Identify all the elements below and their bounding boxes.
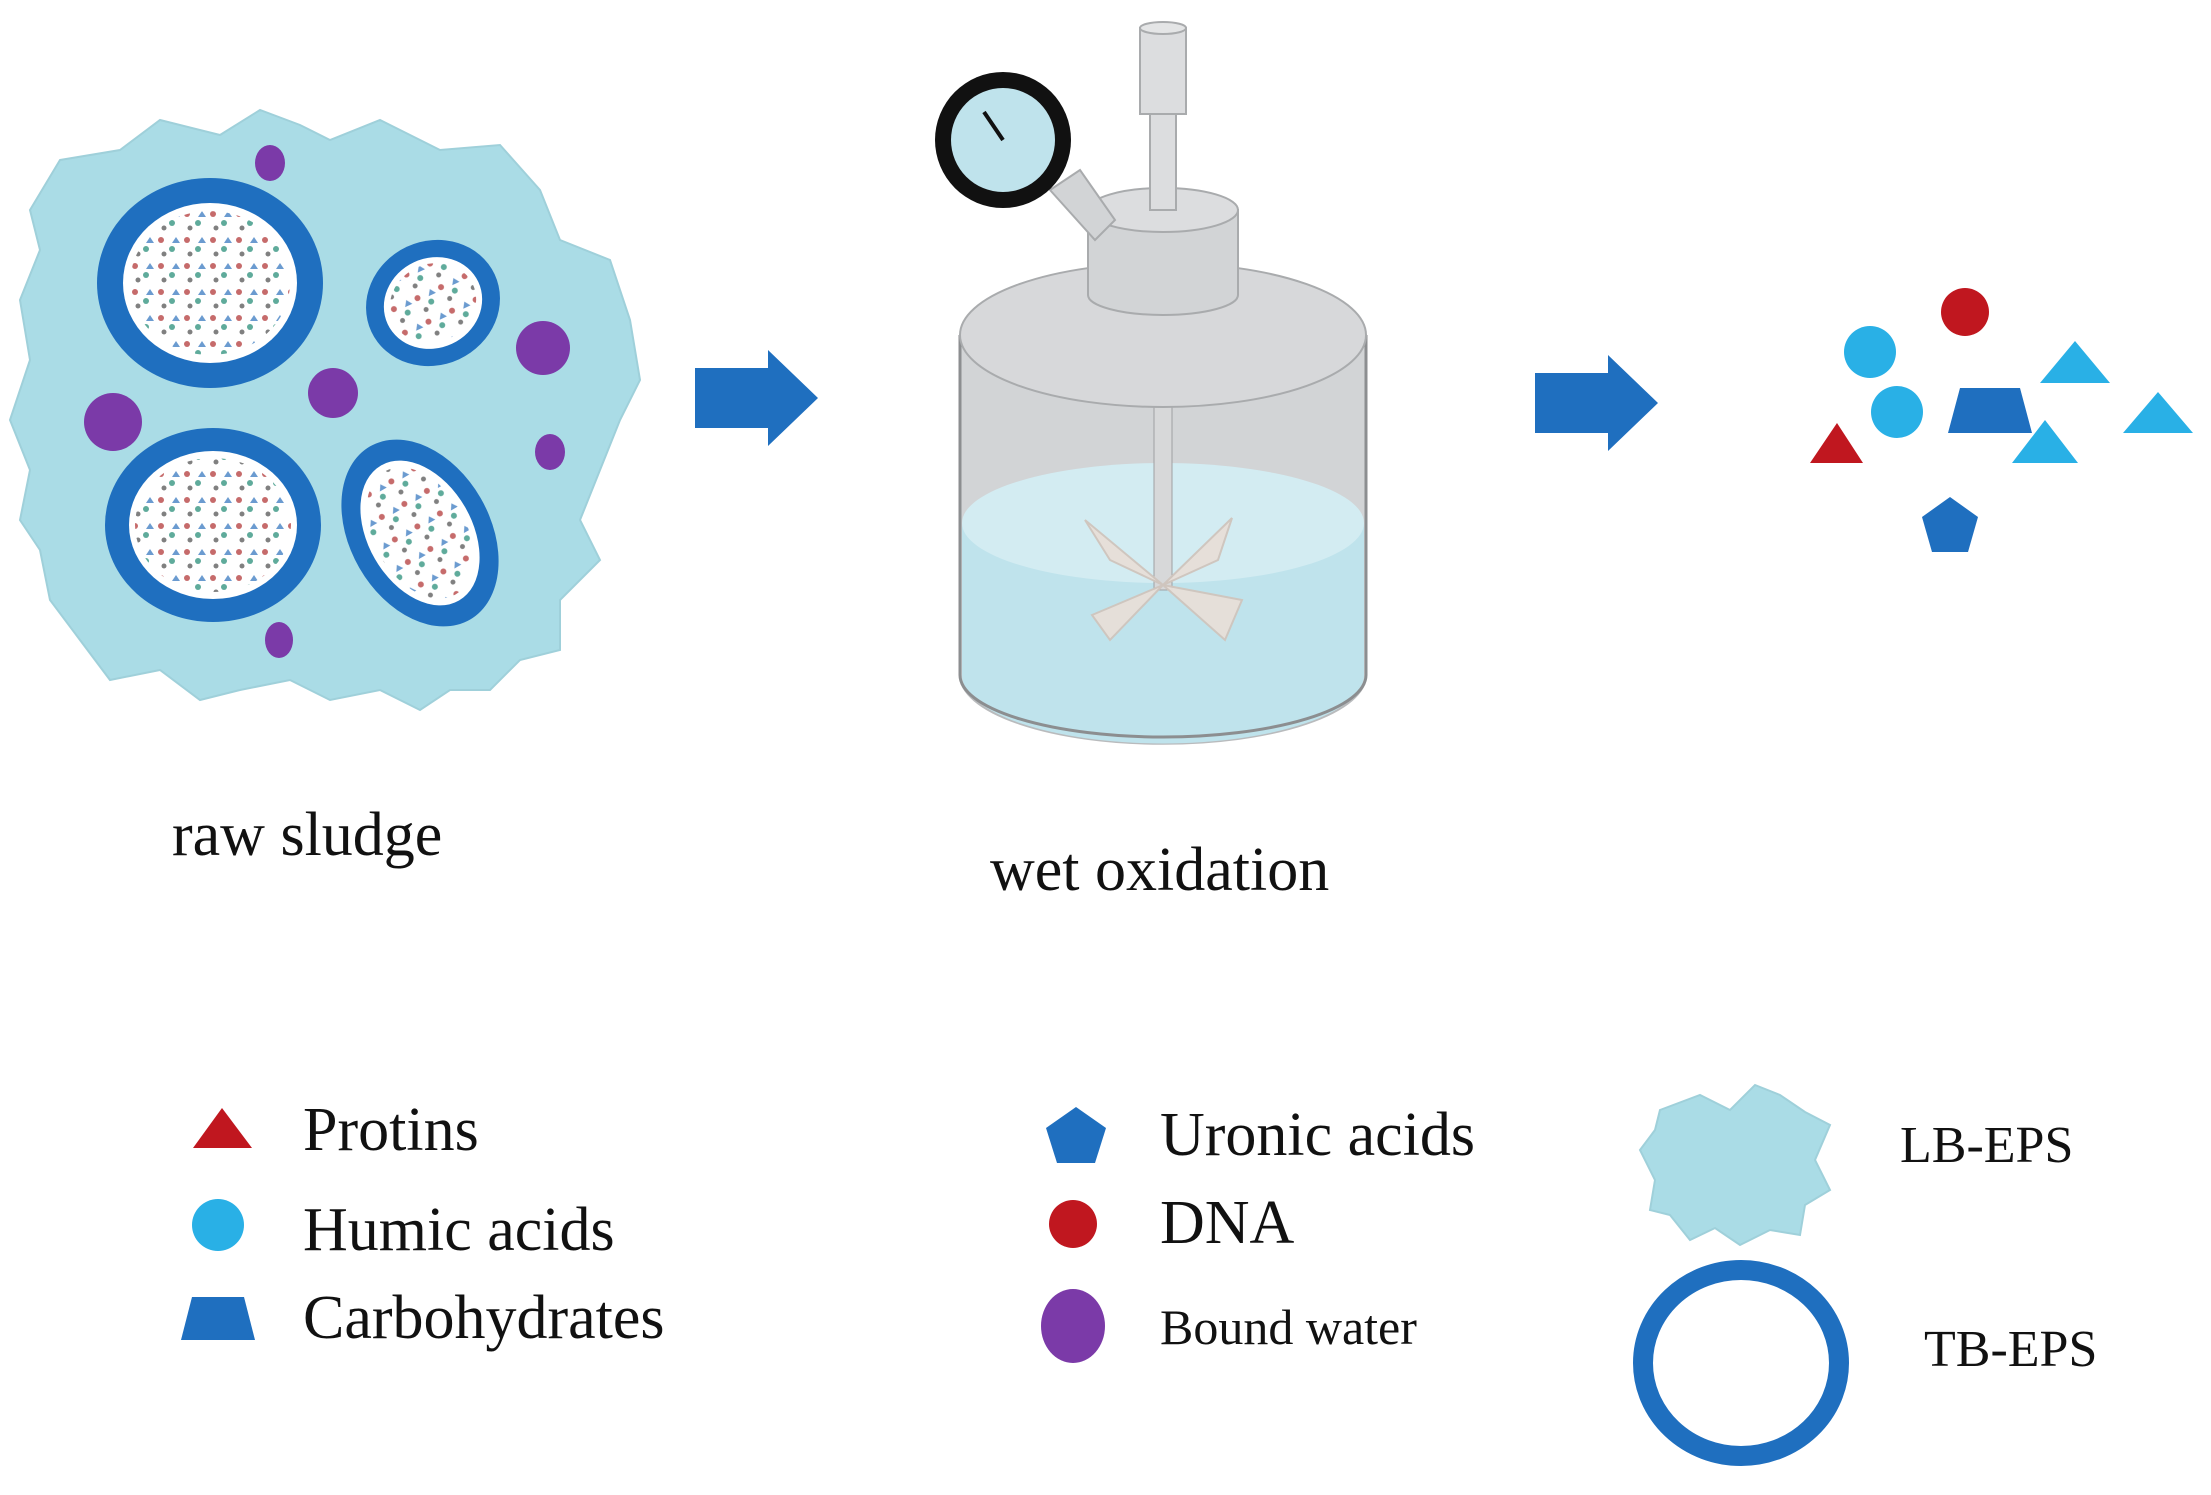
legend-humic-icon [192, 1199, 244, 1251]
stirrer-shaft [1153, 389, 1173, 591]
tb-eps-cell-2 [366, 239, 500, 367]
legend-tb-eps-label: TB-EPS [1924, 1321, 2098, 1378]
flow-arrow-1 [695, 350, 818, 446]
gauge-stem [1048, 168, 1117, 242]
legend-symbols [181, 1083, 1849, 1466]
wet-oxidation-reactor [935, 21, 1368, 745]
legend-dna-icon [1049, 1200, 1097, 1248]
humic-acid-icon-tri [2040, 341, 2110, 383]
legend-bound-water-icon [1041, 1289, 1105, 1363]
humic-acid-icon [1871, 386, 1923, 438]
legend-protein-icon [193, 1108, 252, 1148]
motor-top [1139, 27, 1187, 115]
tb-eps-cell-1 [97, 178, 323, 388]
raw-sludge-label: raw sludge [172, 801, 443, 869]
tb-eps-cell-3 [105, 428, 321, 622]
humic-acid-icon [1844, 326, 1896, 378]
reactor-liquid [962, 523, 1364, 744]
raw-sludge-floc [8, 108, 642, 712]
wet-oxidation-label: wet oxidation [990, 836, 1330, 904]
humic-acid-icon-tri [2012, 420, 2078, 463]
carbohydrate-icon [1948, 388, 2032, 433]
flow-arrow-2 [1535, 355, 1658, 451]
humic-acid-icon-tri [2123, 392, 2193, 433]
legend-bound-water-label: Bound water [1160, 1299, 1417, 1355]
legend-carbohydrate-icon [181, 1297, 255, 1340]
legend-uronic-label: Uronic acids [1160, 1101, 1476, 1169]
tb-eps-cell-4 [341, 439, 499, 627]
released-molecules [1810, 288, 2193, 552]
legend-humic-label: Humic acids [303, 1196, 615, 1264]
legend-proteins-label: Protins [303, 1096, 479, 1164]
legend-tb-eps-icon [1633, 1260, 1849, 1466]
legend-dna-label: DNA [1160, 1189, 1295, 1257]
pressure-gauge-icon [935, 72, 1071, 208]
dna-icon [1941, 288, 1989, 336]
uronic-acid-icon [1922, 497, 1978, 552]
bound-water-drops [84, 145, 570, 658]
legend-lb-eps-icon [1638, 1083, 1832, 1247]
motor-shaft [1149, 109, 1177, 211]
impeller-blades [1084, 517, 1244, 642]
protein-icon [1810, 423, 1863, 463]
legend-uronic-icon [1046, 1107, 1106, 1163]
legend-carbohydrates-label: Carbohydrates [303, 1284, 665, 1352]
legend-lb-eps-label: LB-EPS [1900, 1117, 2074, 1174]
